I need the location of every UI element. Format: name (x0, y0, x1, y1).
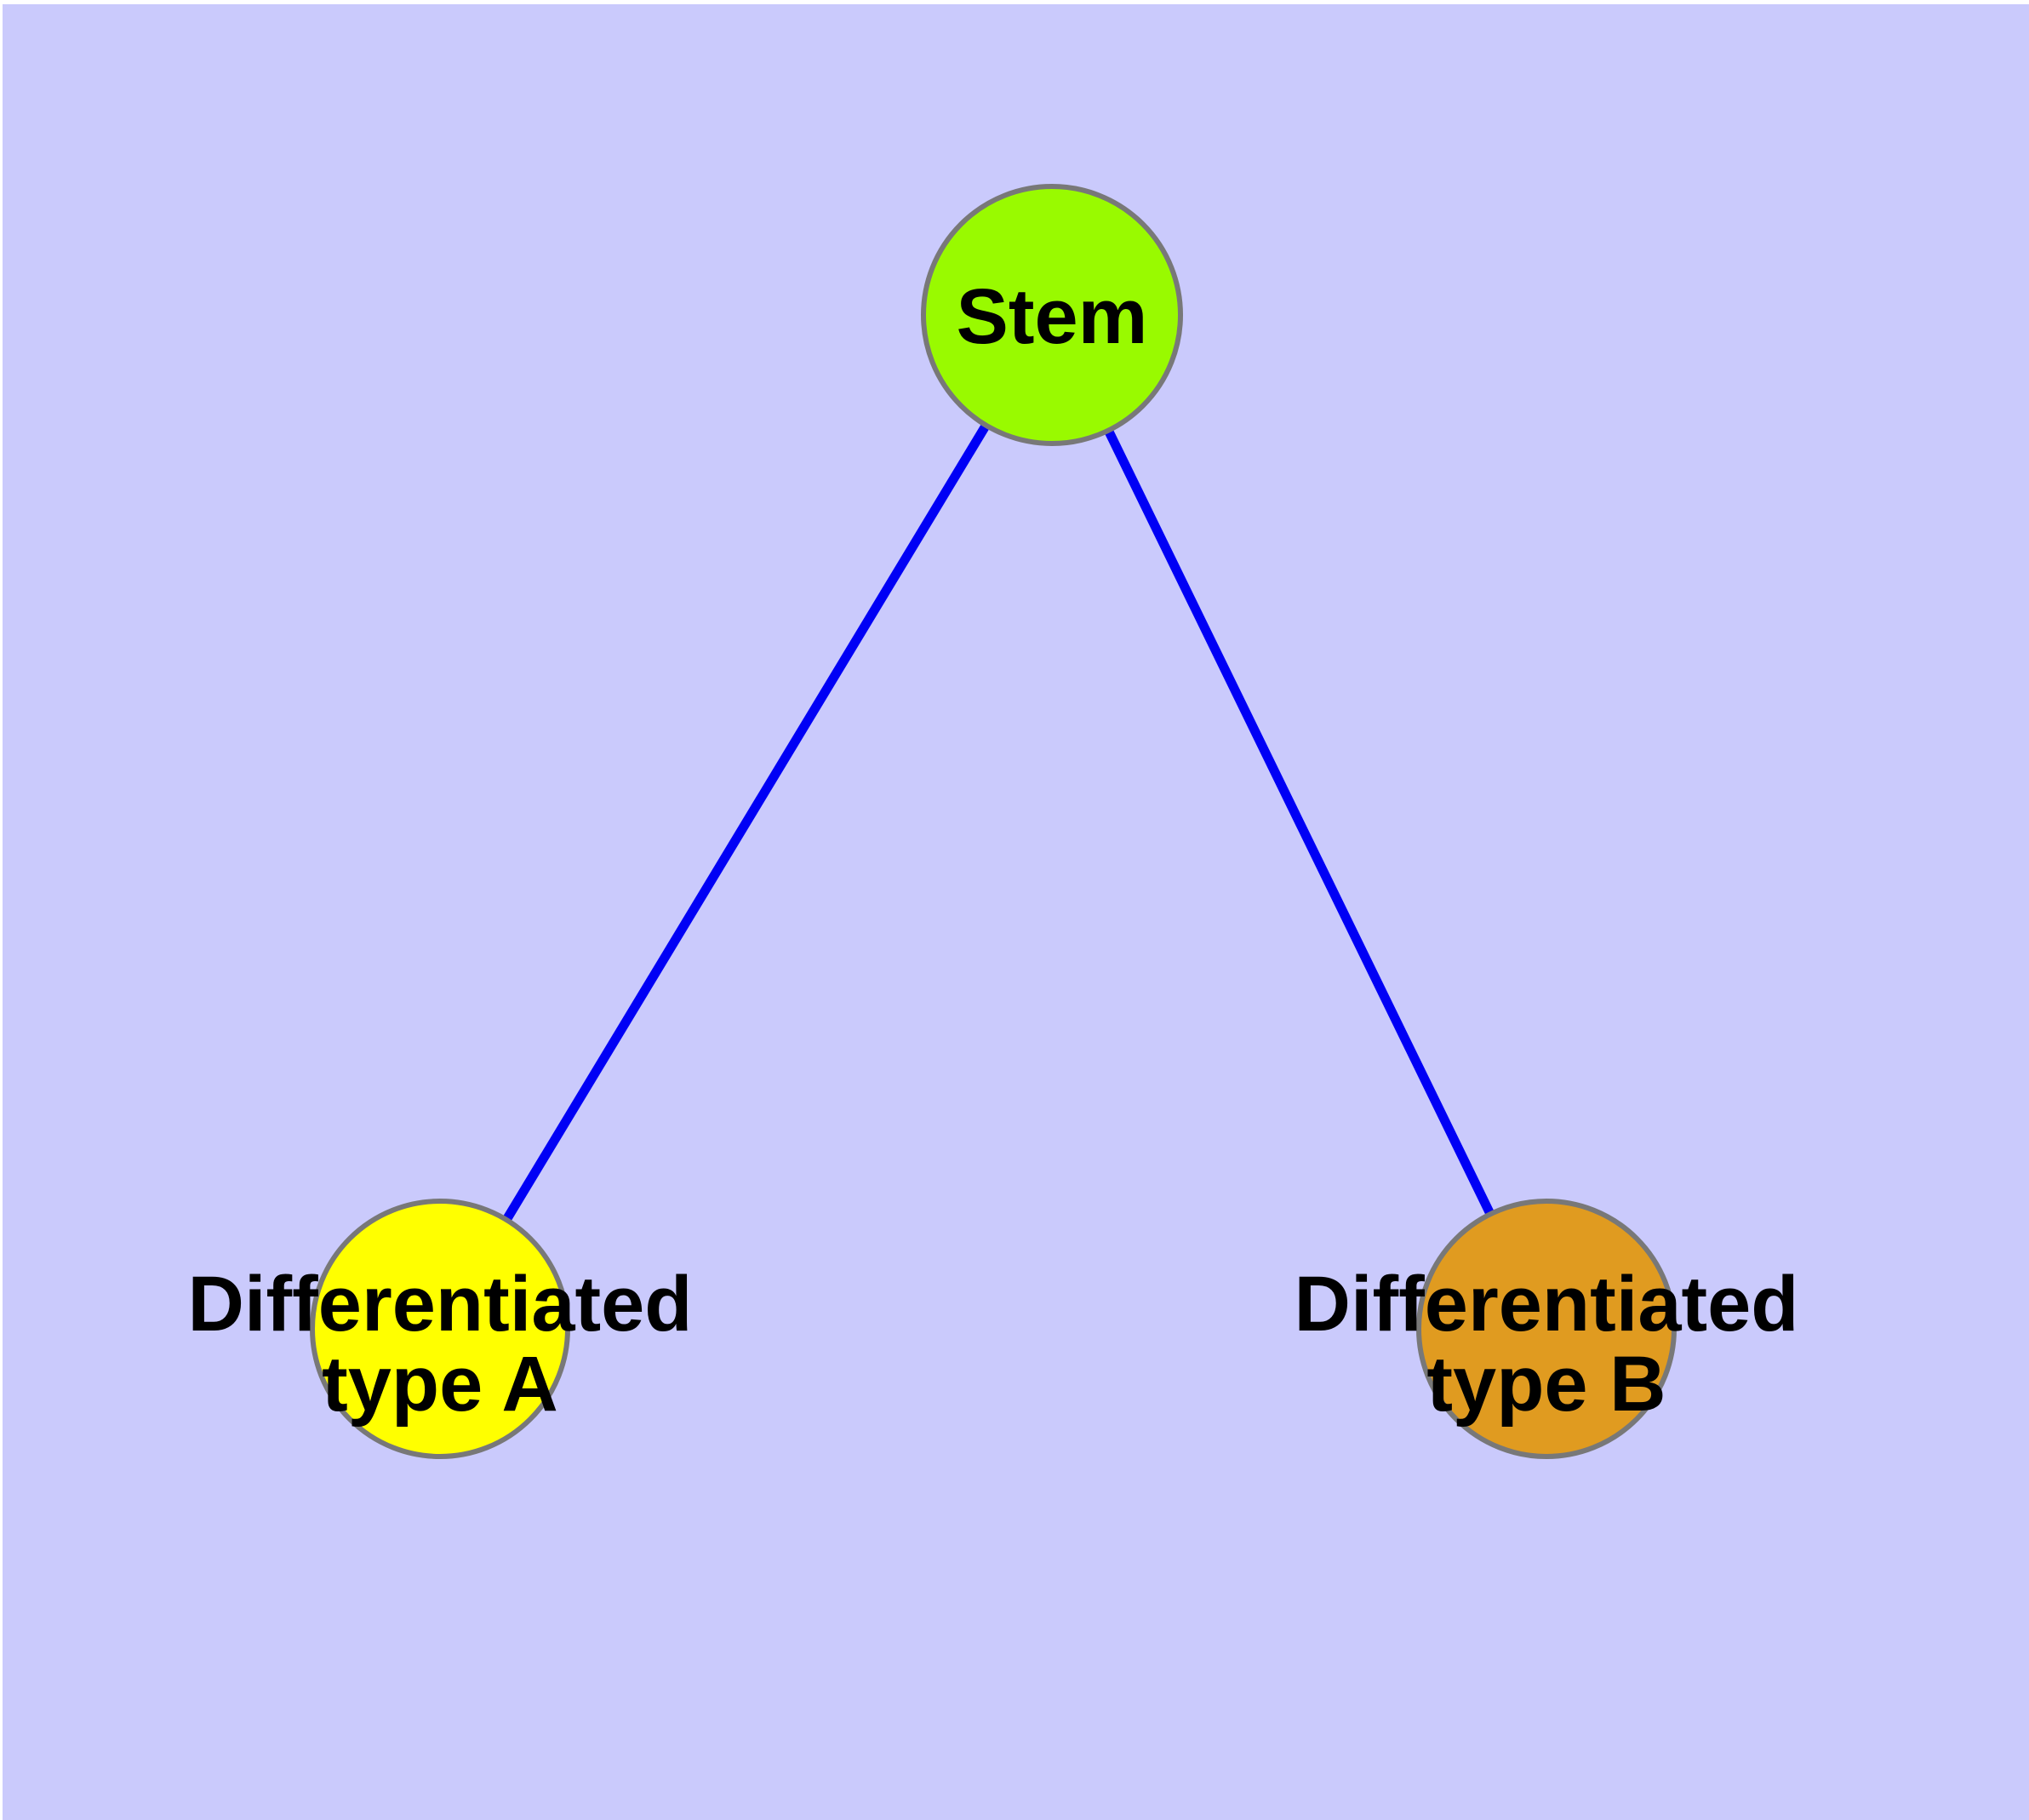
node-stem (921, 184, 1183, 446)
edge-stem-to-type-a (502, 425, 989, 1222)
node-stem-label: Stem (957, 273, 1148, 360)
node-type-a-label-line2: type A (322, 1341, 558, 1428)
node-type-a-label-line1: Differentiated (188, 1261, 693, 1348)
node-type-b-label-line1: Differentiated (1295, 1261, 1799, 1348)
edge-stem-to-type-b (1104, 427, 1495, 1216)
node-type-b-label-line2: type B (1426, 1341, 1666, 1428)
node-differentiated-type-a (310, 1199, 570, 1459)
node-differentiated-type-b (1416, 1199, 1677, 1459)
